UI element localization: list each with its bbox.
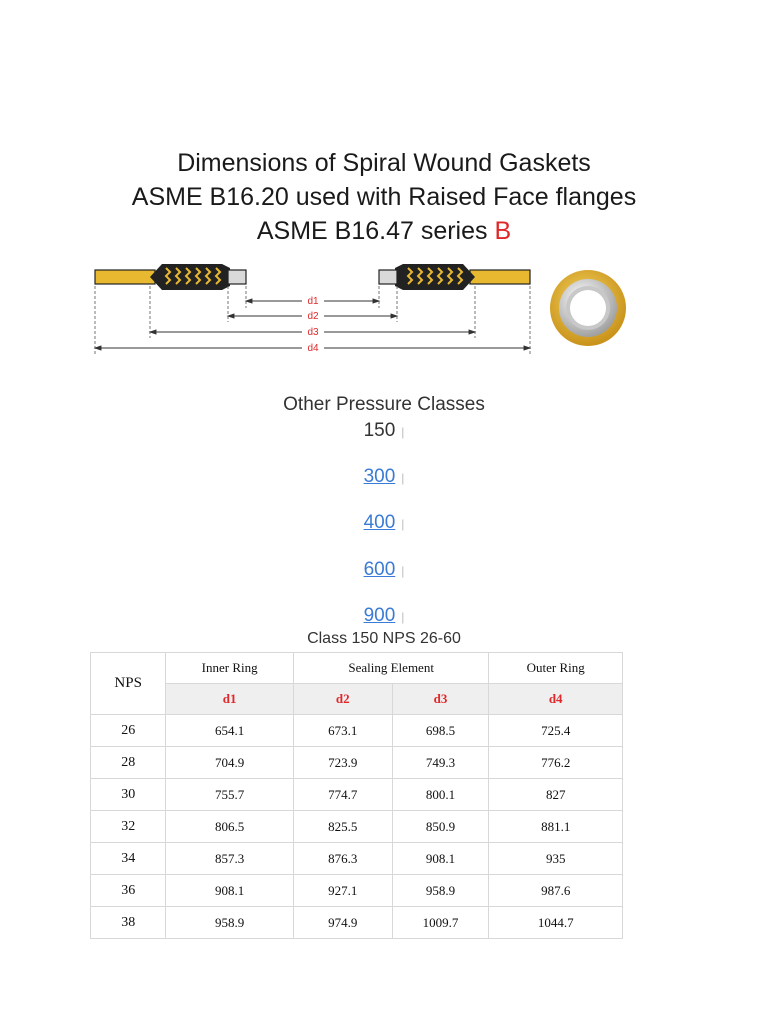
separator: | — [401, 564, 405, 578]
page-title: Dimensions of Spiral Wound Gaskets ASME … — [0, 146, 768, 248]
pressure-classes-heading: Other Pressure Classes — [283, 394, 485, 415]
d2-cell: 774.7 — [292, 778, 393, 811]
d1-label: d1 — [307, 296, 319, 307]
d1-cell: 806.5 — [165, 810, 294, 843]
series-letter: B — [494, 217, 512, 245]
d1-header: d1 — [165, 683, 294, 715]
d2-cell: 825.5 — [292, 810, 393, 843]
winding-left — [164, 267, 222, 285]
nps-cell: 38 — [89, 906, 167, 939]
d2-label: d2 — [307, 311, 319, 322]
d2-cell: 723.9 — [292, 746, 393, 779]
d2-cell: 876.3 — [292, 842, 393, 875]
class-600-link[interactable]: 600 — [363, 559, 396, 580]
inner-ring-header: Inner Ring — [165, 652, 294, 684]
d4-cell: 1044.7 — [488, 906, 623, 939]
inner-ring-left — [227, 269, 247, 285]
inner-ring-right — [378, 269, 398, 285]
table-title: Class 150 NPS 26-60 — [307, 630, 461, 647]
d3-cell: 908.1 — [391, 842, 490, 875]
d4-cell: 827 — [488, 778, 623, 811]
d4-cell: 776.2 — [488, 746, 623, 779]
d3-cell: 800.1 — [391, 778, 490, 811]
d3-cell: 698.5 — [391, 714, 490, 747]
class-900-row: 900 | — [0, 604, 768, 629]
d1-cell: 654.1 — [165, 714, 294, 747]
class-400-row: 400 | — [0, 511, 768, 536]
d3-cell: 958.9 — [391, 874, 490, 907]
separator: | — [401, 610, 405, 624]
outer-ring-left — [94, 269, 156, 285]
nps-cell: 30 — [89, 778, 167, 811]
class-400-link[interactable]: 400 — [363, 512, 396, 533]
d4-cell: 987.6 — [488, 874, 623, 907]
gasket-cross-section-diagram: d1 d2 d3 d4 — [93, 264, 532, 354]
nps-header: NPS — [89, 652, 167, 715]
d4-label: d4 — [307, 343, 319, 354]
d2-cell: 927.1 — [292, 874, 393, 907]
d4-cell: 881.1 — [488, 810, 623, 843]
d3-header: d3 — [391, 683, 490, 715]
d2-cell: 974.9 — [292, 906, 393, 939]
d2-header: d2 — [292, 683, 393, 715]
separator: | — [401, 471, 405, 485]
class-150-row: 150 | — [0, 419, 768, 444]
d2-cell: 673.1 — [292, 714, 393, 747]
nps-cell: 26 — [89, 714, 167, 747]
winding-right — [406, 267, 464, 285]
title-line-3-prefix: ASME B16.47 series — [256, 217, 495, 245]
d3-cell: 1009.7 — [391, 906, 490, 939]
sealing-element-header: Sealing Element — [292, 652, 490, 684]
outer-ring-right — [469, 269, 531, 285]
d1-cell: 908.1 — [165, 874, 294, 907]
pressure-classes-section: Other Pressure Classes — [0, 393, 768, 417]
title-line-2: ASME B16.20 used with Raised Face flange… — [131, 183, 637, 211]
d3-label: d3 — [307, 327, 319, 338]
class-300-row: 300 | — [0, 465, 768, 490]
outer-ring-header: Outer Ring — [488, 652, 623, 684]
d4-cell: 725.4 — [488, 714, 623, 747]
d1-cell: 958.9 — [165, 906, 294, 939]
nps-cell: 36 — [89, 874, 167, 907]
class-150-label: 150 — [363, 420, 396, 441]
nps-cell: 32 — [89, 810, 167, 843]
nps-cell: 28 — [89, 746, 167, 779]
separator: | — [401, 517, 405, 531]
d3-cell: 850.9 — [391, 810, 490, 843]
d4-cell: 935 — [488, 842, 623, 875]
d3-cell: 749.3 — [391, 746, 490, 779]
sealing-element-right — [395, 264, 475, 290]
class-900-link[interactable]: 900 — [363, 605, 396, 626]
d4-header: d4 — [488, 683, 623, 715]
class-600-row: 600 | — [0, 558, 768, 583]
d1-cell: 704.9 — [165, 746, 294, 779]
dimensions-table: NPS Inner Ring Sealing Element Outer Rin… — [89, 652, 623, 939]
title-line-1: Dimensions of Spiral Wound Gaskets — [177, 149, 591, 177]
sealing-element-left — [150, 264, 230, 290]
separator: | — [401, 425, 405, 439]
d1-cell: 857.3 — [165, 842, 294, 875]
nps-cell: 34 — [89, 842, 167, 875]
gasket-photo — [550, 270, 626, 346]
class-300-link[interactable]: 300 — [363, 466, 396, 487]
title-line-3: ASME B16.47 series B — [0, 214, 768, 248]
d1-cell: 755.7 — [165, 778, 294, 811]
